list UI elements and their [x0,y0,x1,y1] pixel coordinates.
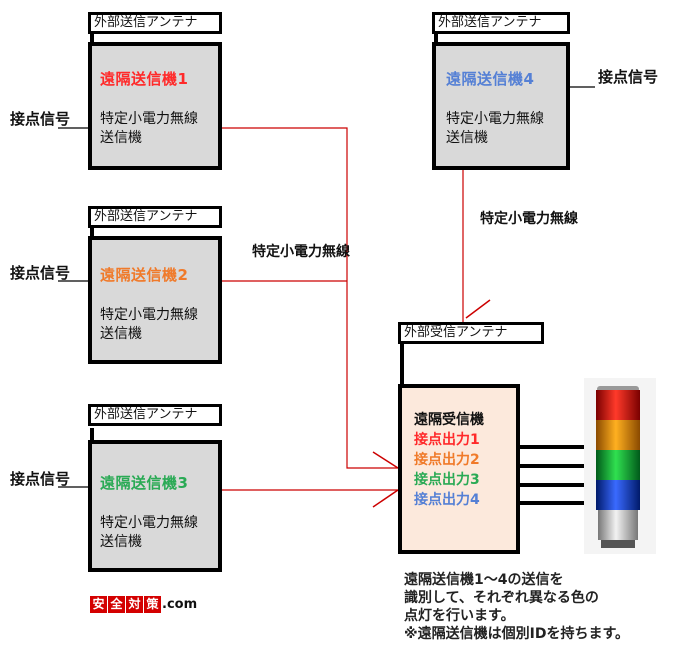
tx3-desc-1: 特定小電力無線 [100,515,198,531]
tx4-contact-signal-label: 接点信号 [598,68,659,86]
tx4-desc-1: 特定小電力無線 [446,111,544,127]
note-line-2: 識別して、それぞれ異なる色の [404,590,599,606]
tx1-desc-2: 送信機 [100,130,142,146]
tx3-antenna-label: 外部送信アンテナ [88,404,222,426]
radio-link-label-right: 特定小電力無線 [480,211,578,227]
tx1-antenna-label: 外部送信アンテナ [88,12,222,34]
logo-char-2: 全 [108,596,125,613]
signal-tower-icon [584,378,656,554]
rx-antenna-label: 外部受信アンテナ [398,322,544,344]
transmitter-4: 遠隔送信機4 特定小電力無線 送信機 [432,42,570,170]
rx-output-1: 接点出力1 [414,432,480,448]
transmitter-3: 遠隔送信機3 特定小電力無線 送信機 [88,440,222,572]
tx2-contact-signal-label: 接点信号 [10,264,71,282]
tx3-desc-2: 送信機 [100,534,142,550]
rx-output-2: 接点出力2 [414,452,480,468]
note-line-3: 点灯を行います。 [404,608,515,624]
tx1-desc-1: 特定小電力無線 [100,111,198,127]
logo-char-3: 対 [126,596,143,613]
tx4-desc-2: 送信機 [446,130,488,146]
tx1-contact-signal-label: 接点信号 [10,110,71,128]
receiver: 遠隔受信機 接点出力1 接点出力2 接点出力3 接点出力4 [398,384,520,554]
tx2-title: 遠隔送信機2 [100,266,189,284]
note-line-1: 遠隔送信機1～4の送信を [404,572,564,588]
tx2-antenna-label: 外部送信アンテナ [88,206,222,228]
logo-char-1: 安 [90,596,107,613]
transmitter-1: 遠隔送信機1 特定小電力無線 送信機 [88,42,222,170]
logo-char-4: 策 [144,596,161,613]
tx4-title: 遠隔送信機4 [446,70,535,88]
site-logo: 安 全 対 策 .com [90,596,197,613]
rx-output-3: 接点出力3 [414,472,480,488]
transmitter-2: 遠隔送信機2 特定小電力無線 送信機 [88,236,222,364]
logo-suffix: .com [162,597,198,612]
tx4-antenna-label: 外部送信アンテナ [432,12,570,34]
rx-title: 遠隔受信機 [414,412,484,428]
tx3-title: 遠隔送信機3 [100,474,189,492]
tx3-contact-signal-label: 接点信号 [10,470,71,488]
rx-output-4: 接点出力4 [414,492,480,508]
radio-link-label-left: 特定小電力無線 [252,244,350,260]
tx1-title: 遠隔送信機1 [100,70,189,88]
note-line-4: ※遠隔送信機は個別IDを持ちます。 [404,626,630,642]
tx2-desc-2: 送信機 [100,326,142,342]
tx2-desc-1: 特定小電力無線 [100,307,198,323]
